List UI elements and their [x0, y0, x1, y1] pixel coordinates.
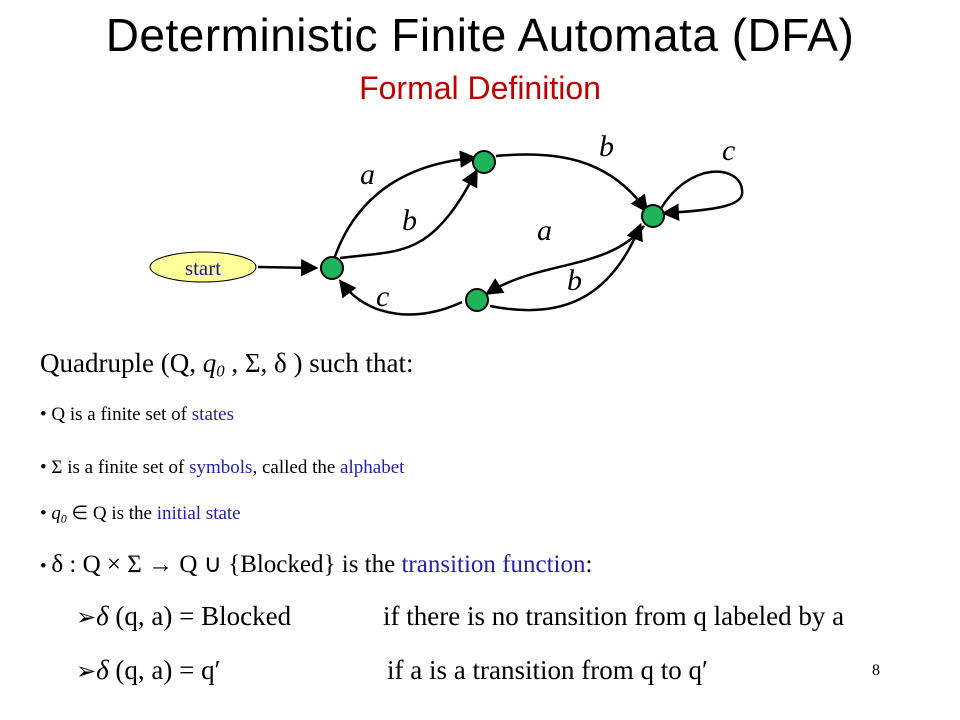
- state-node-0: [320, 256, 344, 280]
- edge-b-s0-s1: [339, 168, 478, 260]
- slide-title: Deterministic Finite Automata (DFA): [105, 9, 855, 61]
- edge-a-s0-s1: [331, 150, 478, 263]
- delta-symbol: δ: [96, 655, 109, 685]
- edge-c-s3-s0: [338, 279, 463, 316]
- page-number: 8: [872, 662, 880, 679]
- bullet-initial-state: • q0 ∈ Q is the initial state: [40, 502, 241, 526]
- state-node-2: [641, 204, 665, 228]
- quadruple-prefix: Quadruple (Q,: [40, 348, 203, 378]
- keyword-symbols: symbols: [189, 457, 253, 478]
- bullet-alphabet: • Σ is a finite set of symbols, called t…: [40, 457, 404, 479]
- arrowhead-bullet-icon: ➢: [76, 659, 97, 685]
- quadruple-suffix: such that:: [302, 348, 414, 378]
- case-transition-condition: if a is a transition from q to q′: [387, 655, 708, 685]
- keyword-initial-state: initial state: [156, 503, 241, 524]
- state-node-3: [465, 288, 489, 312]
- arrowhead-bullet-icon: ➢: [76, 605, 97, 631]
- quadruple-line: Quadruple (Q, q0 , Σ, δ ) such that:: [40, 348, 414, 382]
- bullet-dot: •: [40, 503, 52, 524]
- start-ellipse: [149, 251, 257, 283]
- start-label: start: [185, 256, 221, 280]
- keyword-alphabet: alphabet: [340, 457, 405, 478]
- bullet-text: Σ is a finite set of: [51, 457, 190, 478]
- keyword-transition-function: transition function: [401, 551, 586, 578]
- bullet-text: Q is a finite set of: [51, 404, 192, 425]
- edge-label-a-top: a: [360, 158, 375, 191]
- keyword-states: states: [191, 404, 234, 425]
- case-lhs: (q, a) = Blocked: [108, 601, 292, 631]
- edge-label-c-loop: c: [722, 134, 735, 167]
- edge-c-loop: [658, 170, 744, 221]
- case-transition: ➢δ (q, a) = q′: [76, 655, 221, 686]
- edge-label-b-top: b: [599, 130, 614, 163]
- edge-b-s3-s2: [489, 222, 643, 312]
- edge-a-s2-s3: [485, 225, 645, 295]
- quadruple-middle: , Σ, δ ): [224, 348, 303, 378]
- case-blocked-condition: if there is no transition from q labeled…: [383, 601, 845, 631]
- initial-q-sub: 0: [60, 512, 67, 526]
- edge-label-c-bottom: c: [376, 280, 389, 313]
- case-blocked: ➢δ (q, a) = Blocked: [76, 601, 291, 632]
- bullet-states: • Q is a finite set of states: [40, 404, 234, 426]
- dfa-diagram: start a b b c a b c: [149, 130, 744, 316]
- quadruple-q-sub: 0: [216, 361, 225, 381]
- bullet-text-post: :: [585, 551, 593, 578]
- bullet-text-mid: , called the: [252, 457, 341, 478]
- case-lhs: (q, a) = q′: [108, 655, 221, 685]
- state-node-1: [472, 150, 496, 174]
- bullet-text: ∈ Q is the: [66, 503, 157, 524]
- bullet-text: δ : Q × Σ → Q ∪ {Blocked} is the: [51, 551, 402, 578]
- edge-label-a-mid: a: [537, 214, 552, 247]
- edge-label-b-lower: b: [402, 204, 417, 237]
- edge-b-s1-s2: [495, 153, 649, 213]
- slide-subtitle: Formal Definition: [359, 70, 601, 106]
- bullet-transition-function: • δ : Q × Σ → Q ∪ {Blocked} is the trans…: [40, 549, 592, 579]
- edge-label-b-bottom: b: [567, 264, 582, 297]
- delta-symbol: δ: [96, 601, 109, 631]
- quadruple-q: q: [202, 348, 217, 378]
- initial-q: q: [51, 503, 61, 524]
- bullet-dot: •: [40, 404, 52, 425]
- bullet-dot: •: [40, 457, 52, 478]
- start-arrow: [257, 259, 319, 277]
- bullet-dot: •: [40, 556, 52, 577]
